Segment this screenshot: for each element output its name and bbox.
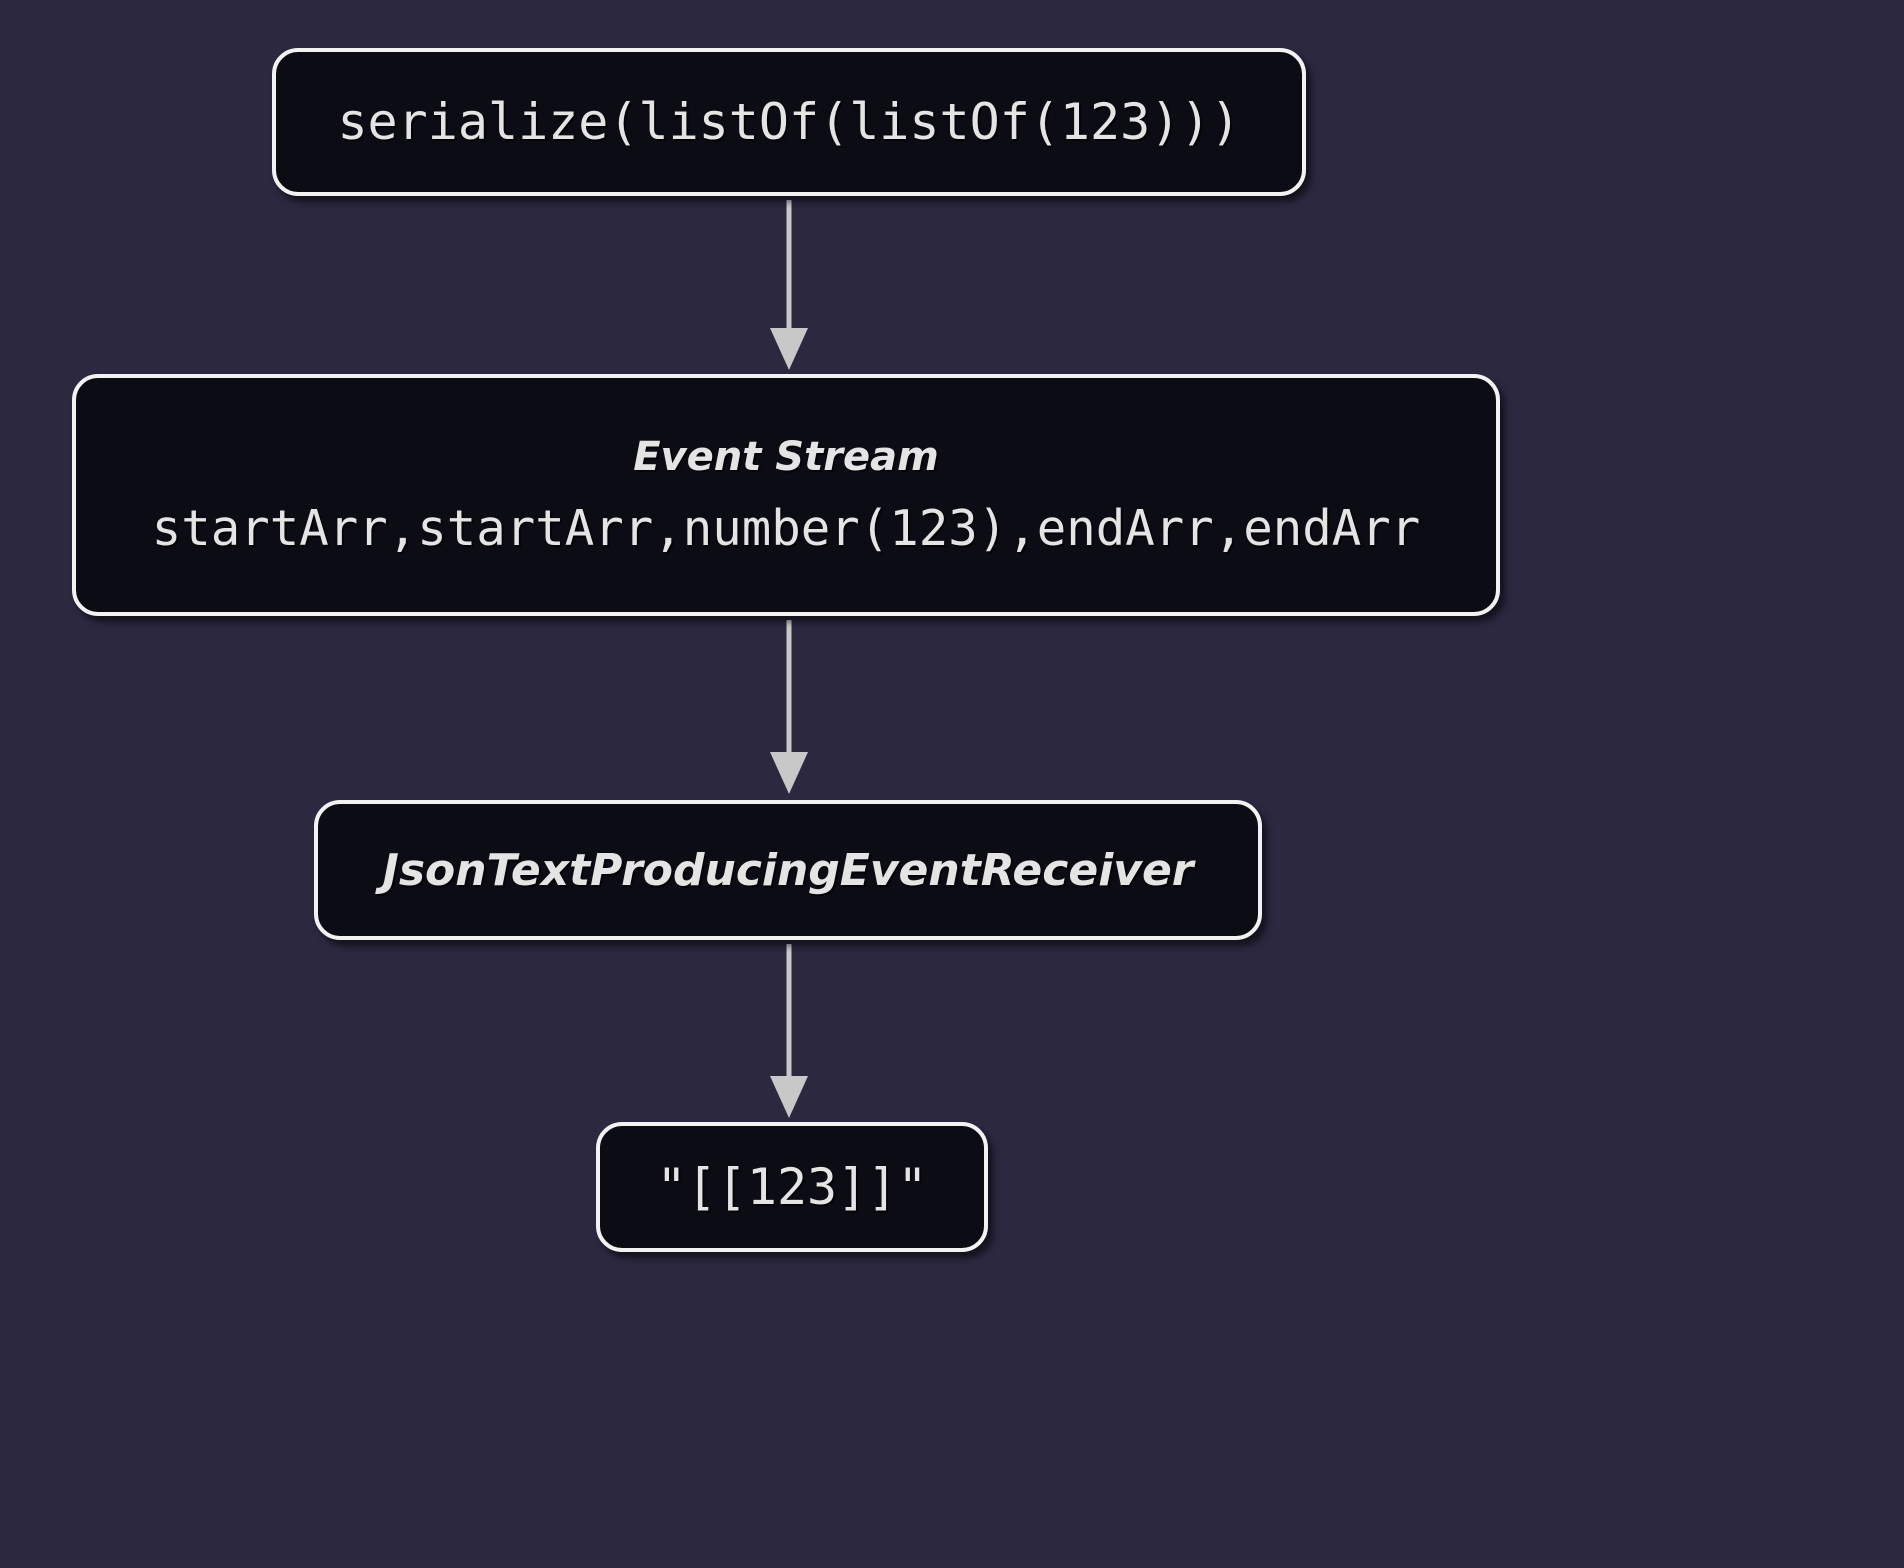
node-json-text-producing-event-receiver[interactable]: JsonTextProducingEventReceiver — [314, 800, 1262, 940]
node-event-stream-title: Event Stream — [633, 433, 939, 480]
node-event-stream[interactable]: Event Stream startArr,startArr,number(12… — [72, 374, 1500, 616]
node-serialize-call-label: serialize(listOf(listOf(123))) — [337, 93, 1241, 151]
node-serialize-call[interactable]: serialize(listOf(listOf(123))) — [272, 48, 1306, 196]
node-json-text-producing-event-receiver-label: JsonTextProducingEventReceiver — [382, 844, 1194, 896]
edge-events-to-receiver — [770, 620, 808, 794]
node-json-output[interactable]: "[[123]]" — [596, 1122, 988, 1252]
node-json-output-label: "[[123]]" — [656, 1158, 928, 1216]
node-event-stream-label: startArr,startArr,number(123),endArr,end… — [151, 499, 1421, 557]
edge-receiver-to-output — [770, 944, 808, 1118]
edge-input-to-events — [770, 200, 808, 370]
